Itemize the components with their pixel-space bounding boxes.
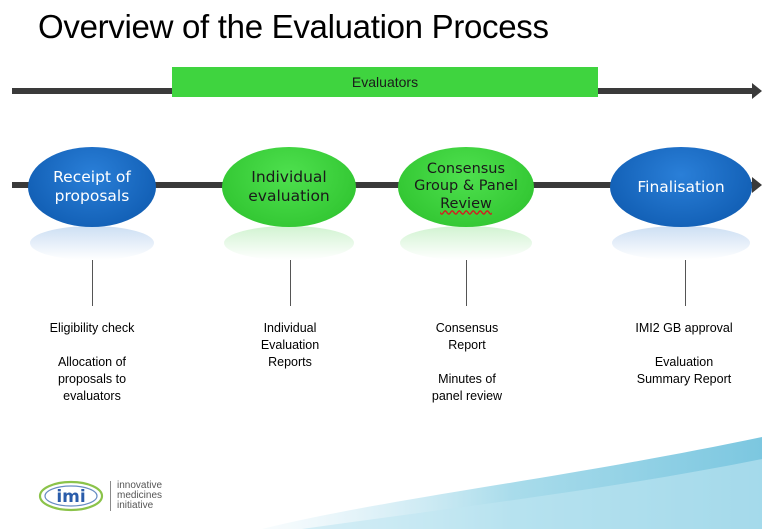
stage-reflection [30,226,154,260]
stage-details-finalisation: IMI2 GB approval Evaluation Summary Repo… [604,320,762,388]
imi-logo-text: innovative medicines initiative [110,481,162,511]
detail-line: panel review [431,389,503,403]
stage-connector-line [290,260,291,306]
detail-line: Individual [263,321,317,335]
page-title: Overview of the Evaluation Process [38,8,549,45]
detail-line: evaluators [63,389,121,403]
evaluators-bar: Evaluators [172,67,598,97]
imi-logo-mark: imi [38,480,104,512]
stage-label-line: Consensus [426,161,506,178]
top-timeline-arrowhead [752,83,762,99]
process-timeline-arrowhead [752,177,762,193]
logo-line: innovative [117,480,163,491]
stage-reflection [224,226,354,260]
detail-line: Summary Report [636,372,732,386]
stage-connector-line [466,260,467,306]
detail-line: proposals to [57,372,127,386]
imi-logo-mark-text: imi [56,487,85,507]
detail-line: Evaluation [260,338,320,352]
detail-line: Consensus [435,321,499,335]
stage-reflection [612,226,750,260]
stage-label-line: Finalisation [637,177,725,196]
stage-receipt-of-proposals: Receipt of proposals [28,147,156,227]
detail-line: Eligibility check [49,321,135,335]
stage-connector-line [685,260,686,306]
stage-label-line: proposals [54,187,130,205]
stage-reflection [400,226,532,260]
detail-line: IMI2 GB approval [635,321,733,335]
process-timeline-line [12,182,754,188]
logo-line: initiative [117,500,154,511]
stage-finalisation: Finalisation [610,147,752,227]
stage-details-consensus: Consensus Report Minutes of panel review [392,320,542,405]
stage-individual-evaluation: Individual evaluation [222,147,356,227]
stage-label-line: Receipt of [53,168,131,187]
logo-line: medicines [117,490,163,501]
imi-logo: imi innovative medicines initiative [38,480,162,512]
stage-details-receipt: Eligibility check Allocation of proposal… [17,320,167,405]
detail-line: Report [448,338,486,352]
detail-line: Minutes of [438,372,496,386]
detail-line: Evaluation [654,355,714,369]
stage-label-line: Group & Panel [414,178,518,195]
stage-label-line: Review [440,195,492,212]
evaluators-label: Evaluators [351,74,419,90]
stage-details-individual: Individual Evaluation Reports [215,320,365,371]
decorative-wave [262,437,762,529]
detail-line: Reports [268,355,312,369]
stage-label-line: Individual [251,168,327,187]
stage-label-line: evaluation [248,187,330,205]
stage-consensus-group-panel-review: Consensus Group & Panel Review [398,147,534,227]
detail-line: Allocation of [57,355,127,369]
stage-connector-line [92,260,93,306]
